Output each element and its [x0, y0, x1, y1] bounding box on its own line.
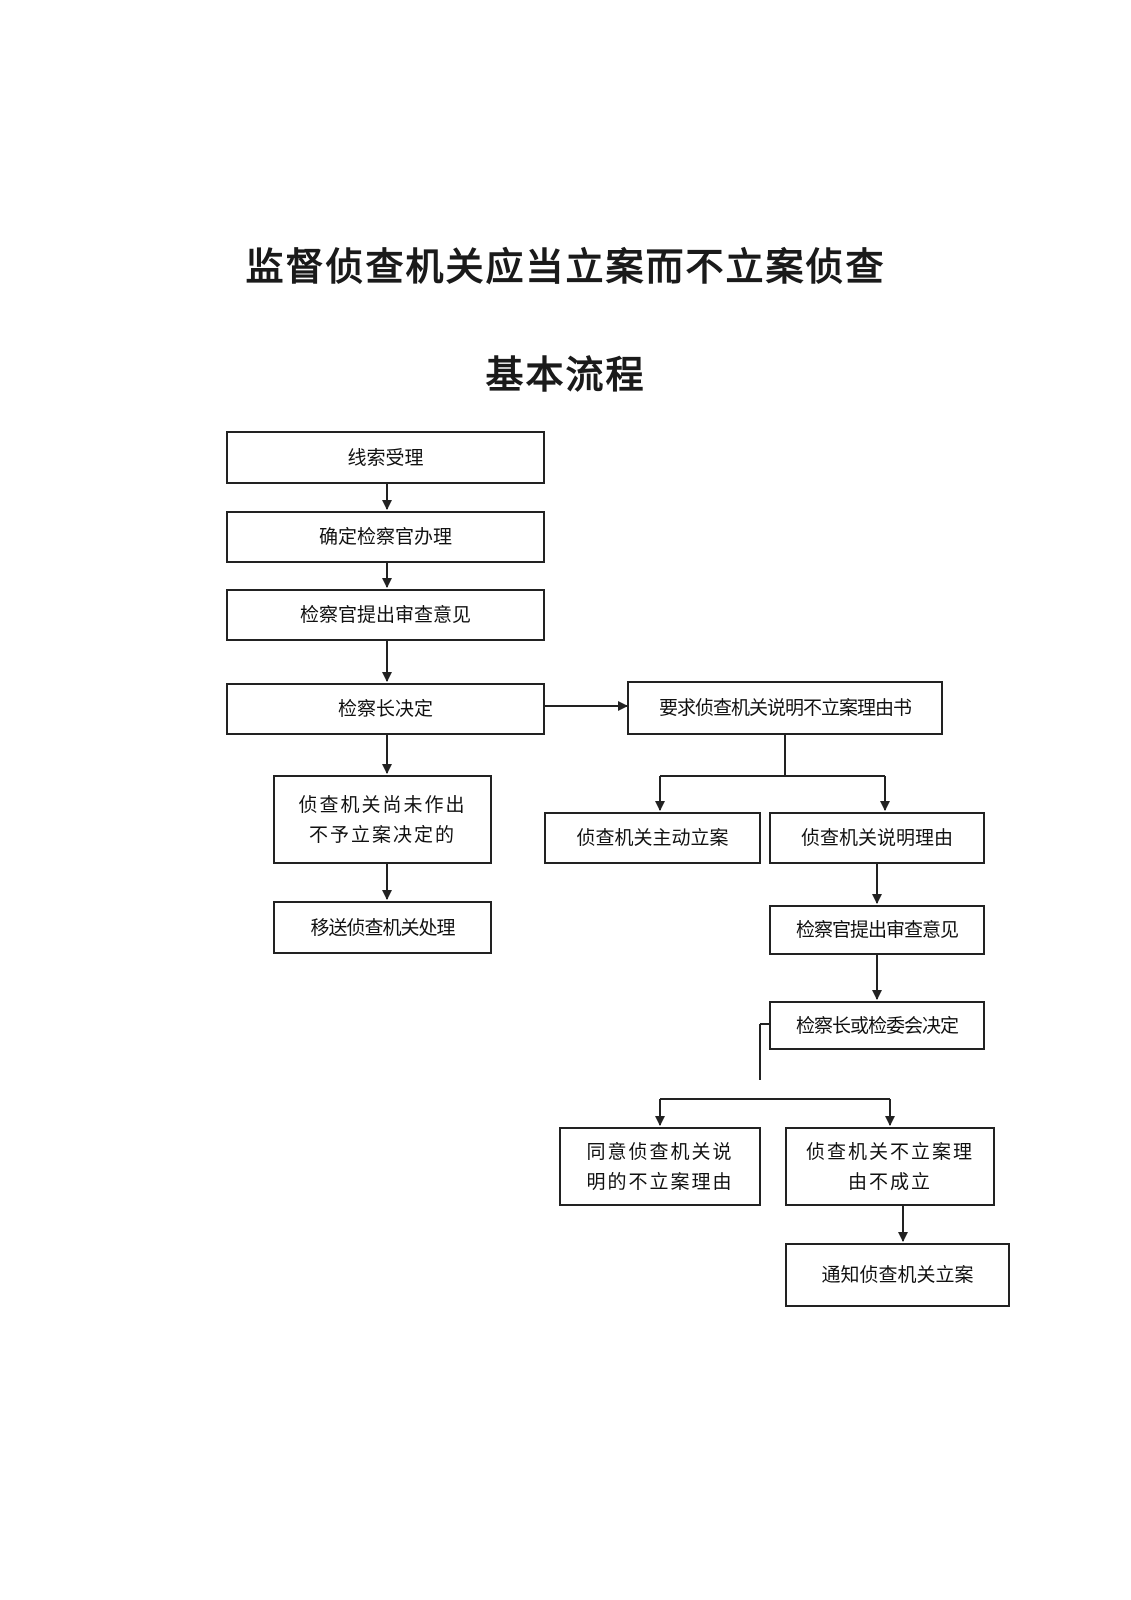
node-assign-prosecutor: 确定检察官办理: [226, 511, 545, 563]
page-subtitle: 基本流程: [485, 352, 646, 397]
node-agency-explains: 侦查机关说明理由: [769, 812, 985, 864]
node-notify-filing: 通知侦查机关立案: [785, 1243, 1010, 1307]
node-reason-invalid: 侦查机关不立案理 由不成立: [785, 1127, 995, 1206]
page-title: 监督侦查机关应当立案而不立案侦查: [245, 244, 886, 289]
node-active-filing: 侦查机关主动立案: [544, 812, 761, 864]
node-clue-intake: 线索受理: [226, 431, 545, 484]
node-prosecutor-opinion-2: 检察官提出审查意见: [769, 905, 985, 955]
node-prosecutor-opinion: 检察官提出审查意见: [226, 589, 545, 641]
node-chief-decision: 检察长决定: [226, 683, 545, 735]
node-agree-reason: 同意侦查机关说 明的不立案理由: [559, 1127, 761, 1206]
node-request-explanation: 要求侦查机关说明不立案理由书: [627, 681, 943, 735]
node-not-yet-decided: 侦查机关尚未作出 不予立案决定的: [273, 775, 492, 864]
node-chief-or-committee: 检察长或检委会决定: [769, 1001, 985, 1050]
node-transfer-handling: 移送侦查机关处理: [273, 901, 492, 954]
